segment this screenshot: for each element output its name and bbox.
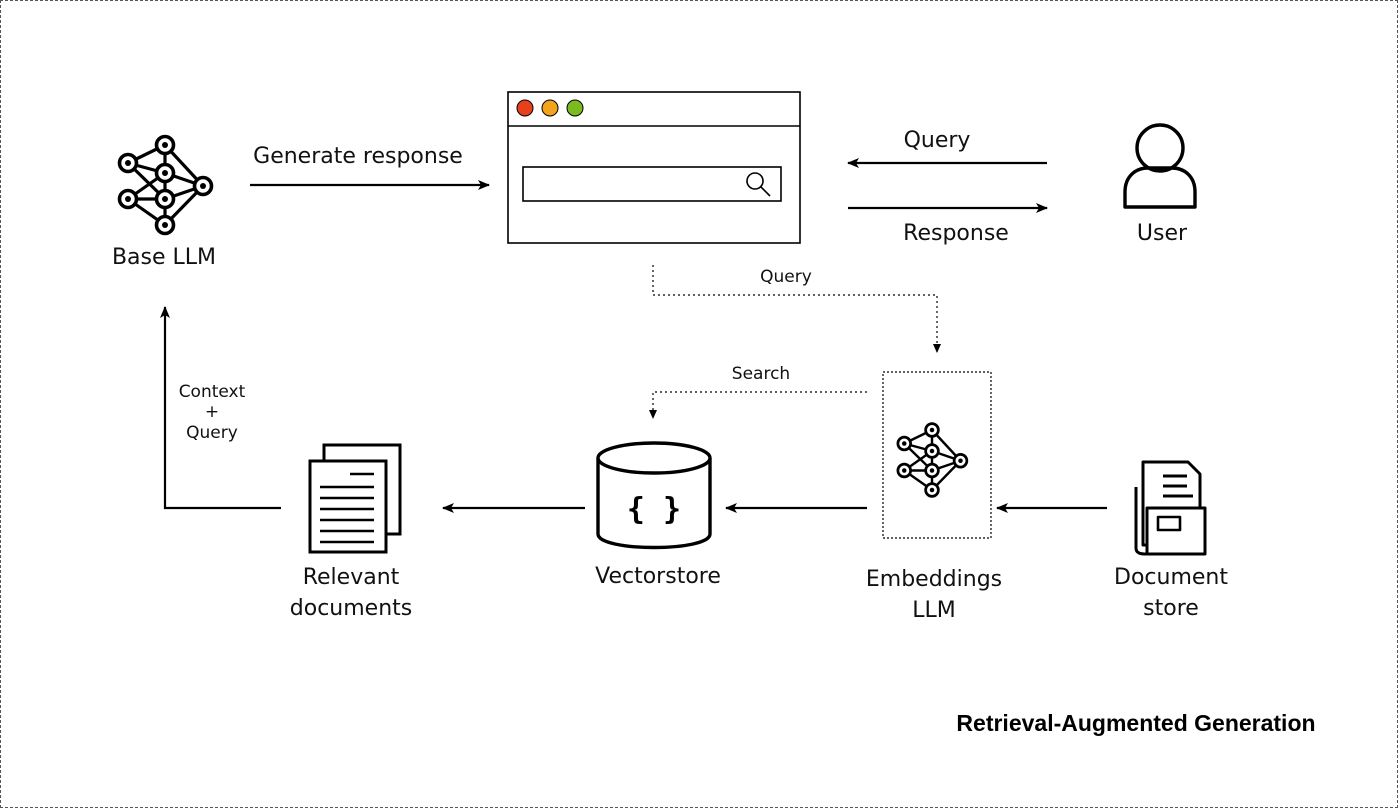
context-label: Context bbox=[179, 382, 246, 402]
query-context-label: Query bbox=[186, 423, 238, 443]
search-icon bbox=[746, 172, 771, 197]
query-top-label: Query bbox=[904, 128, 971, 153]
embeddings-label-line2: LLM bbox=[912, 598, 956, 623]
query-dotted-label: Query bbox=[760, 267, 812, 287]
vectorstore-label: Vectorstore bbox=[595, 564, 721, 589]
plus-label: + bbox=[205, 402, 219, 422]
braces-symbol: { } bbox=[627, 492, 681, 527]
window-minimize-button bbox=[541, 99, 559, 117]
document-store-label-line2: store bbox=[1143, 596, 1199, 621]
relevant-documents-label-line1: Relevant bbox=[303, 565, 400, 590]
embeddings-label-line1: Embeddings bbox=[866, 567, 1002, 592]
relevant-documents-icon bbox=[308, 443, 402, 554]
relevant-documents-label-line2: documents bbox=[290, 596, 412, 621]
diagram-title: Retrieval-Augmented Generation bbox=[956, 710, 1315, 736]
document-store-label-line1: Document bbox=[1114, 565, 1228, 590]
query-dotted-arrow bbox=[652, 265, 941, 353]
search-label: Search bbox=[732, 364, 790, 384]
base-llm-network-icon bbox=[117, 134, 214, 236]
window-close-button bbox=[516, 99, 534, 117]
base-llm-label: Base LLM bbox=[112, 245, 216, 270]
vectorstore-db-icon bbox=[596, 441, 712, 550]
search-box bbox=[522, 166, 782, 202]
context-query-arrow bbox=[160, 306, 281, 510]
user-label: User bbox=[1137, 221, 1188, 246]
search-dotted-arrow bbox=[649, 391, 867, 419]
user-icon bbox=[1123, 123, 1197, 209]
response-label: Response bbox=[903, 221, 1009, 246]
document-store-icon bbox=[1134, 460, 1207, 556]
chat-app-window bbox=[507, 91, 801, 244]
window-maximize-button bbox=[566, 99, 584, 117]
generate-response-label: Generate response bbox=[253, 144, 463, 169]
